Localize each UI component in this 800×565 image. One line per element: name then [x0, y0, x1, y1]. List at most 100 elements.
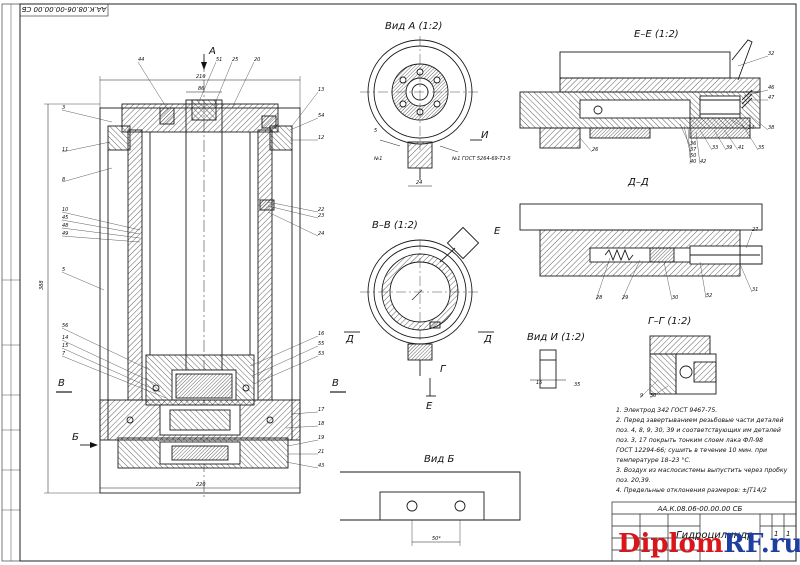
- doc-code-rotated: АА.К.08.06-00.00.00 СБ: [21, 5, 107, 13]
- note-line: 4. Предельные отклонения размеров: ±JT14…: [616, 487, 767, 494]
- vid-a-dim: 24: [416, 180, 422, 186]
- dim-inner: 86: [198, 86, 204, 92]
- part-number-label: 52: [706, 293, 712, 299]
- part-number-label: 21: [318, 449, 324, 455]
- part-number-label: 37: [690, 147, 697, 153]
- brand-part2: RF.ru: [723, 529, 800, 559]
- part-number-label: 14: [62, 335, 68, 341]
- part-number-label: 49: [62, 231, 68, 237]
- vv-label-g: Г: [440, 364, 447, 375]
- leader-line: [61, 227, 141, 239]
- part-number-label: 23: [318, 213, 324, 219]
- leader-line: [61, 327, 151, 371]
- leader-line: [61, 167, 113, 183]
- leader-line: [61, 141, 111, 153]
- leader-line: [61, 347, 161, 393]
- arrow-b-label: Б: [72, 432, 79, 443]
- leader-line: [285, 425, 319, 429]
- leader-line: [745, 111, 769, 131]
- part-number-label: 45: [62, 215, 68, 221]
- leader-line: [285, 461, 319, 469]
- part-number-label: 22: [318, 207, 324, 213]
- part-number-label: 16: [318, 331, 324, 337]
- dim-height: 388: [39, 280, 45, 290]
- part-number-label: 35: [758, 145, 764, 151]
- vv-label-d-right: Д: [483, 334, 492, 345]
- part-number-label: 24: [318, 231, 324, 237]
- part-number-label: 30: [650, 393, 656, 399]
- sheet-number: 1: [774, 530, 778, 538]
- leader-line: [739, 263, 753, 293]
- part-number-label: 42: [700, 159, 706, 165]
- part-number-label: 27: [752, 227, 759, 233]
- part-number-label: 12: [318, 135, 324, 141]
- leader-line: [579, 137, 593, 153]
- section-b-left-label: В: [58, 378, 65, 389]
- vid-b-dim: 50*: [432, 536, 441, 542]
- leader-line: [621, 259, 641, 301]
- vid-i-drawing: [530, 349, 566, 389]
- leader-line: [699, 129, 713, 151]
- section-vv-title: В–В (1:2): [372, 220, 418, 231]
- leader-line: [213, 61, 233, 107]
- part-number-label: 17: [318, 407, 325, 413]
- leader-line: [713, 129, 727, 151]
- part-number-label: 44: [138, 57, 144, 63]
- part-number-label: 7: [62, 351, 66, 357]
- leader-line: [679, 123, 691, 147]
- leader-line: [251, 345, 319, 377]
- part-number-label: 48: [62, 223, 68, 229]
- leader-line: [137, 61, 169, 111]
- part-number-label: 3: [62, 105, 65, 111]
- part-number-label: 11: [62, 147, 68, 153]
- watermark-brand: DiplomRF.ru: [618, 529, 800, 559]
- section-gg-title: Г–Г (1:2): [648, 316, 691, 327]
- main-cylinder-section: [44, 54, 346, 500]
- drawing-title: Гидроцилиндр: [676, 530, 753, 541]
- section-b-right-label: В: [332, 378, 339, 389]
- leader-line: [267, 205, 319, 219]
- note-line: 3. Воздух из маслосистемы выпустить чере…: [616, 466, 788, 474]
- part-number-label: 13: [318, 87, 324, 93]
- vid-a-label-i: И: [481, 130, 489, 141]
- part-number-label: 55: [318, 341, 324, 347]
- dim-bottom: 220: [196, 482, 206, 488]
- vv-label-d-left: Д: [345, 334, 354, 345]
- vid-a-drawing: [360, 36, 482, 187]
- leader-line: [663, 261, 673, 301]
- part-number-label: 28: [596, 295, 602, 301]
- note-line: поз. 3, 17 покрыть тонким слоем лака ФЛ-…: [616, 437, 763, 444]
- part-number-label: 18: [318, 421, 324, 427]
- part-number-label: 40: [690, 159, 696, 165]
- leader-line: [731, 119, 749, 131]
- part-number-label: 31: [752, 287, 758, 293]
- leader-line: [61, 271, 105, 291]
- part-number-label: 10: [62, 207, 68, 213]
- leader-line: [291, 411, 319, 415]
- leader-line: [253, 355, 319, 385]
- leader-line: [197, 61, 217, 105]
- leader-line: [737, 55, 769, 67]
- note-line: температуре 18–23 °С.: [616, 456, 691, 464]
- part-number-label: 51: [216, 57, 222, 63]
- doc-code: АА.К.08.06-00.00.00 СБ: [657, 505, 743, 513]
- part-number-label: 33: [712, 145, 718, 151]
- leader-line: [61, 339, 157, 385]
- part-number-label: 43: [318, 463, 324, 469]
- vid-i-dim-15: 15: [536, 380, 542, 386]
- cylinder-wall-left: [127, 129, 143, 401]
- note-line: 1. Электрод 342 ГОСТ 9467-75.: [616, 407, 717, 414]
- part-number-label: 8: [62, 177, 65, 183]
- part-number-label: 53: [318, 351, 324, 357]
- part-number-label: 36: [690, 141, 696, 147]
- section-ee-title: Е–Е (1:2): [634, 29, 679, 40]
- part-number-label: 9: [640, 393, 643, 399]
- part-number-label: 50: [690, 153, 696, 159]
- part-number-label: 32: [768, 51, 774, 57]
- section-ee-drawing: [519, 39, 761, 149]
- part-number-label: 19: [318, 435, 324, 441]
- leader-line: [61, 235, 141, 243]
